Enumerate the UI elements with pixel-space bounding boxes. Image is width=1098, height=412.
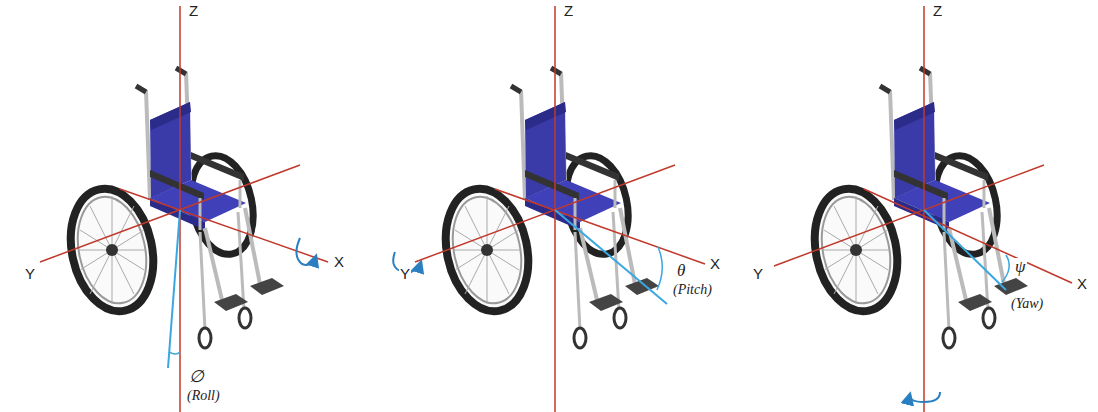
axis-label: Y [399,266,411,283]
yaw-panel [774,6,1072,412]
axis-label: Z [563,3,574,20]
angle-name: (Pitch) [672,282,713,297]
angle-symbol: ψ [1014,258,1027,277]
pitch-panel [393,6,705,412]
axis-label: X [333,254,345,271]
axis-label: Y [24,266,36,283]
roll-panel [40,6,328,412]
axis-label: X [1076,276,1088,293]
axis-label: X [709,256,721,273]
axis-label: Y [752,266,764,283]
angle-symbol: θ [676,262,686,281]
angle-name: (Roll) [186,388,221,403]
angle-symbol: ∅ [188,368,205,387]
angle-name: (Yaw) [1010,296,1044,311]
axis-label: Z [932,3,943,20]
axis-label: Z [188,3,199,20]
